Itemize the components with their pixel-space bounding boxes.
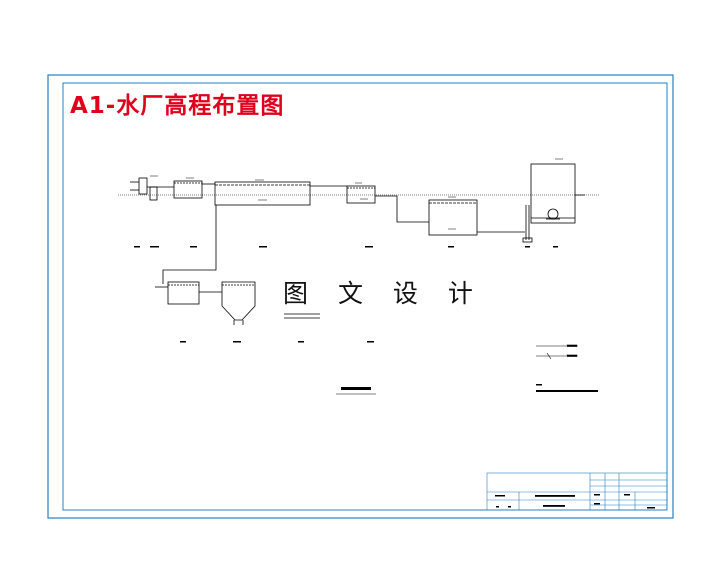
legend [536, 344, 578, 360]
lower-captions [180, 341, 374, 343]
elevation-marks [150, 158, 563, 230]
thickener-tank [221, 281, 256, 321]
inner-border [62, 82, 668, 511]
clear-water-reservoir [428, 199, 478, 236]
intake-well [138, 177, 148, 195]
upper-captions [134, 246, 558, 248]
process-flow-upper [130, 163, 585, 284]
filter-tank [346, 185, 376, 204]
drawing-title: A1-水厂高程布置图 [70, 93, 285, 119]
notes [536, 384, 598, 392]
sludge-tank [167, 281, 200, 305]
sedimentation-tank [214, 181, 311, 206]
pump-symbol [547, 208, 559, 220]
mixing-tank [173, 180, 203, 199]
pump-station [149, 186, 158, 201]
watermark-text: 图 文 设 计 [283, 279, 484, 308]
title-block [486, 472, 668, 511]
process-flow-lower [155, 281, 320, 325]
outer-border [47, 74, 674, 519]
title-block-text [495, 494, 655, 509]
pump-house [530, 163, 576, 224]
drawing-caption [336, 387, 376, 395]
